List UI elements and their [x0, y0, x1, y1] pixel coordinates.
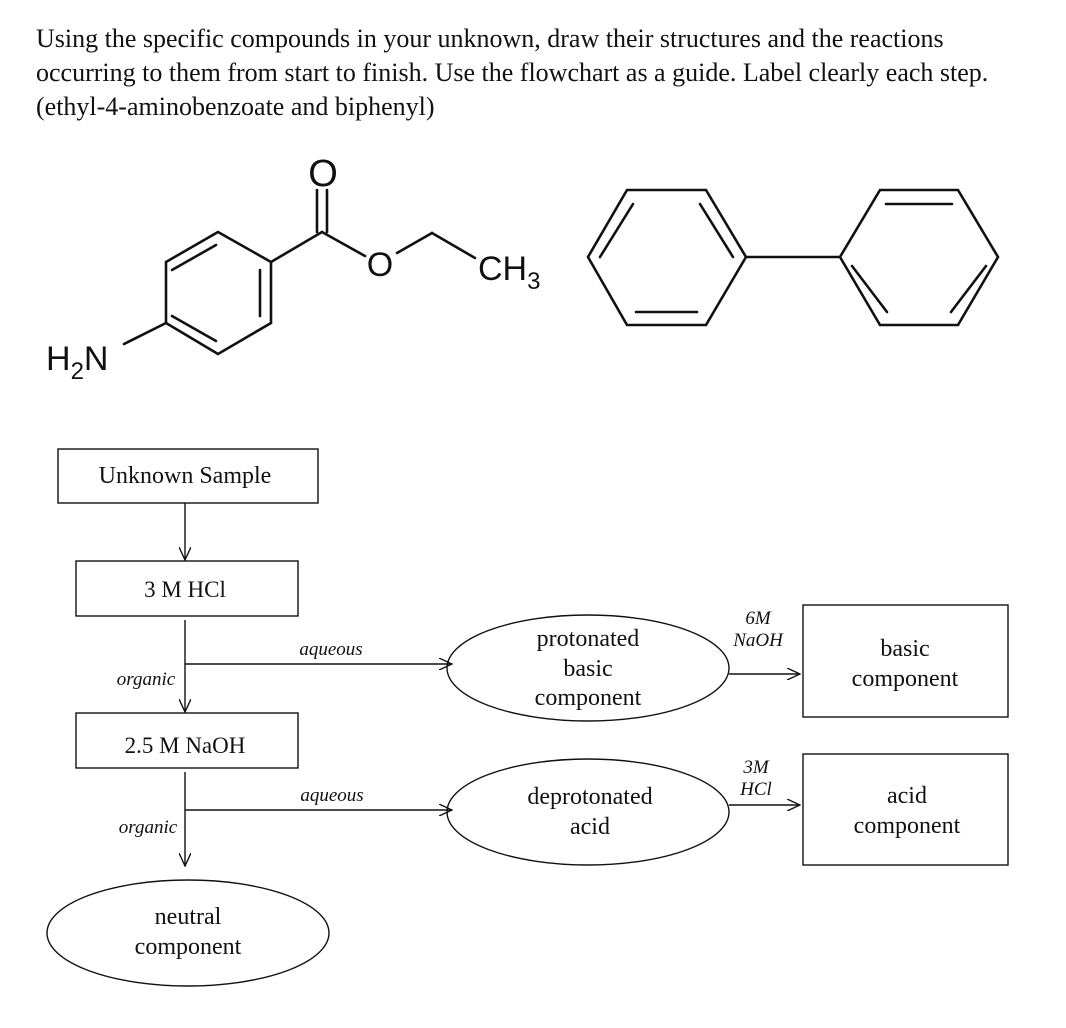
basic-component-box — [802, 604, 1009, 718]
basic-component-text-1: basic — [880, 636, 929, 662]
acid-component-text-1: acid — [887, 783, 927, 809]
ethyl-4-aminobenzoate-structure — [122, 188, 477, 356]
benzene-ring-left — [586, 188, 748, 327]
aromatic-double-bond — [850, 264, 889, 314]
protonated-text-3: component — [535, 685, 642, 711]
hcl-step-box — [75, 560, 299, 617]
neutral-component-ellipse — [46, 879, 330, 987]
ring-to-amine-bond — [122, 321, 168, 346]
carbonyl-to-ether-bond — [320, 230, 367, 258]
hcl-reagent-1: 3M — [742, 757, 770, 778]
carbonyl-oxygen-label: O — [308, 153, 338, 195]
acid-component-text-2: component — [854, 813, 961, 839]
deprotonated-text-1: deprotonated — [527, 784, 652, 810]
ether-to-ethyl-bond — [395, 231, 434, 255]
hcl-reagent-2: HCl — [739, 779, 772, 800]
aqueous-label-1: aqueous — [299, 639, 362, 660]
neutral-text-1: neutral — [155, 904, 222, 930]
methyl-label: CH3 — [478, 250, 540, 295]
naoh-step-label: 2.5 M NaOH — [125, 733, 246, 758]
deprotonated-acid-ellipse — [446, 758, 730, 866]
unknown-sample-label: Unknown Sample — [99, 463, 272, 489]
question-text: Using the specific compounds in your unk… — [36, 24, 989, 121]
biphenyl-structure — [586, 188, 1000, 327]
aqueous-label-2: aqueous — [300, 785, 363, 806]
basic-component-text-2: component — [852, 666, 959, 692]
acid-component-box — [802, 753, 1009, 866]
naoh-reagent-1: 6M — [745, 608, 772, 629]
hcl-step-label: 3 M HCl — [144, 577, 226, 602]
naoh-step-box — [75, 712, 299, 769]
benzene-ring-right — [838, 188, 1000, 327]
ethyl-chain-bond — [430, 231, 477, 260]
ether-oxygen-label: O — [367, 246, 393, 284]
protonated-text-1: protonated — [537, 626, 640, 652]
aromatic-double-bond — [598, 202, 635, 259]
organic-label-1: organic — [117, 669, 176, 690]
naoh-reagent-2: NaOH — [732, 630, 784, 651]
protonated-text-2: basic — [563, 656, 612, 682]
neutral-text-2: component — [135, 934, 242, 960]
aromatic-double-bond — [949, 264, 988, 314]
aromatic-double-bond — [170, 243, 218, 272]
aromatic-double-bond — [698, 202, 735, 259]
deprotonated-text-2: acid — [570, 814, 610, 840]
aromatic-double-bond — [170, 314, 218, 343]
benzene-ring-ester — [164, 230, 273, 356]
organic-label-2: organic — [119, 817, 178, 838]
unknown-sample-box — [57, 448, 319, 504]
ring-to-carbonyl-bond — [269, 230, 324, 264]
amine-label: H2N — [46, 340, 108, 385]
